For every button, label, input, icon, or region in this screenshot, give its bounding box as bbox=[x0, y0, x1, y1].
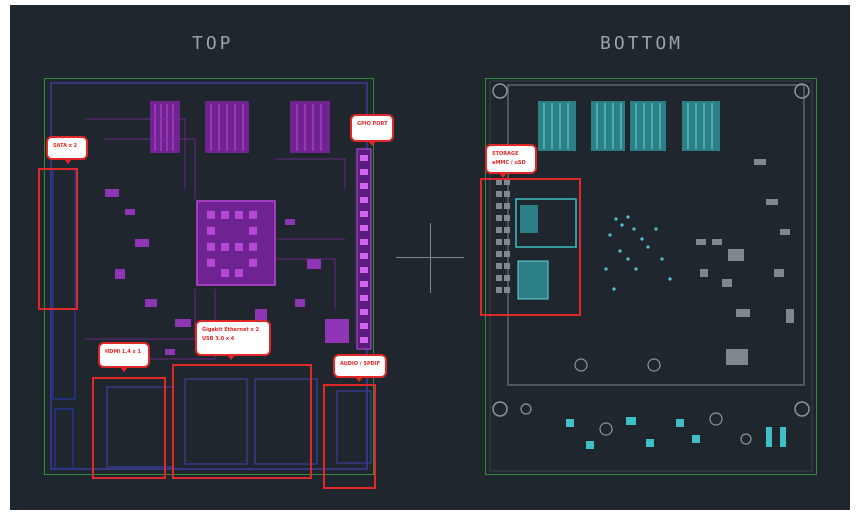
bottom-board-layout bbox=[485, 78, 817, 475]
storage-callout: STORAGE eMMC / uSD bbox=[485, 144, 537, 178]
storage-callout-label: STORAGE bbox=[492, 151, 519, 157]
ethernet-usb-highlight-box bbox=[172, 364, 312, 479]
sata-highlight-box bbox=[38, 168, 78, 310]
storage-callout-pointer bbox=[499, 173, 507, 178]
sata-callout: SATA x 2 bbox=[46, 136, 88, 164]
audio-highlight-box bbox=[323, 384, 376, 489]
audio-callout: AUDIO / SPDIF bbox=[333, 354, 387, 382]
hdmi-highlight-box bbox=[92, 377, 166, 479]
sata-callout-label: SATA x 2 bbox=[53, 143, 78, 149]
audio-callout-label: AUDIO / SPDIF bbox=[340, 361, 381, 367]
hdmi-callout-pointer bbox=[120, 367, 128, 372]
bottom-view-title: BOTTOM bbox=[600, 33, 684, 54]
storage-type-label: eMMC / uSD bbox=[492, 160, 526, 166]
gpio-callout-label: GPIO PORT bbox=[357, 121, 388, 127]
hdmi-callout: HDMI 1.4 x 1 bbox=[98, 342, 150, 372]
crosshair-vertical bbox=[430, 223, 431, 293]
ethernet-callout-label: Gigabit Ethernet x 2 bbox=[202, 327, 259, 333]
ethernet-usb-callout-pointer bbox=[227, 355, 235, 360]
ethernet-usb-callout: Gigabit Ethernet x 2 USB 3.0 x 4 bbox=[195, 320, 271, 360]
top-view-title: TOP bbox=[192, 33, 234, 54]
bottom-board-traces bbox=[489, 80, 813, 472]
hdmi-callout-label: HDMI 1.4 x 1 bbox=[105, 349, 141, 355]
top-board-traces bbox=[50, 82, 372, 470]
usb-callout-label: USB 3.0 x 4 bbox=[202, 336, 235, 342]
gpio-callout: GPIO PORT bbox=[350, 114, 394, 146]
audio-callout-pointer bbox=[355, 377, 363, 382]
storage-highlight-box bbox=[480, 178, 581, 316]
gpio-callout-pointer bbox=[368, 141, 376, 146]
pcb-comparison-canvas: TOP BOTTOM bbox=[10, 5, 850, 510]
sata-callout-pointer bbox=[64, 159, 72, 164]
top-board-layout bbox=[44, 78, 374, 475]
